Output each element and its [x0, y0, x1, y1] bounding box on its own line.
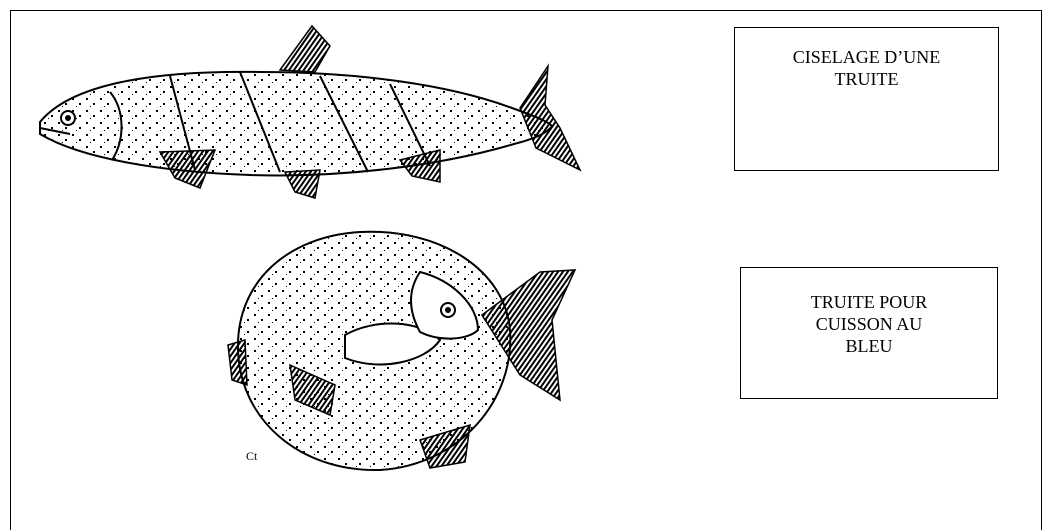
curled-trout-drawing: Ct — [228, 232, 575, 470]
label-line: CISELAGE D’UNE — [735, 46, 998, 68]
label-line: BLEU — [741, 335, 997, 357]
scored-trout-drawing — [40, 26, 580, 198]
label-line: TRUITE — [735, 68, 998, 90]
label-scoring-trout: CISELAGE D’UNE TRUITE — [734, 27, 999, 171]
label-blue-trout: TRUITE POUR CUISSON AU BLEU — [740, 267, 998, 399]
label-line: CUISSON AU — [741, 313, 997, 335]
illustrator-signature: Ct — [246, 449, 258, 463]
label-line: TRUITE POUR — [741, 291, 997, 313]
